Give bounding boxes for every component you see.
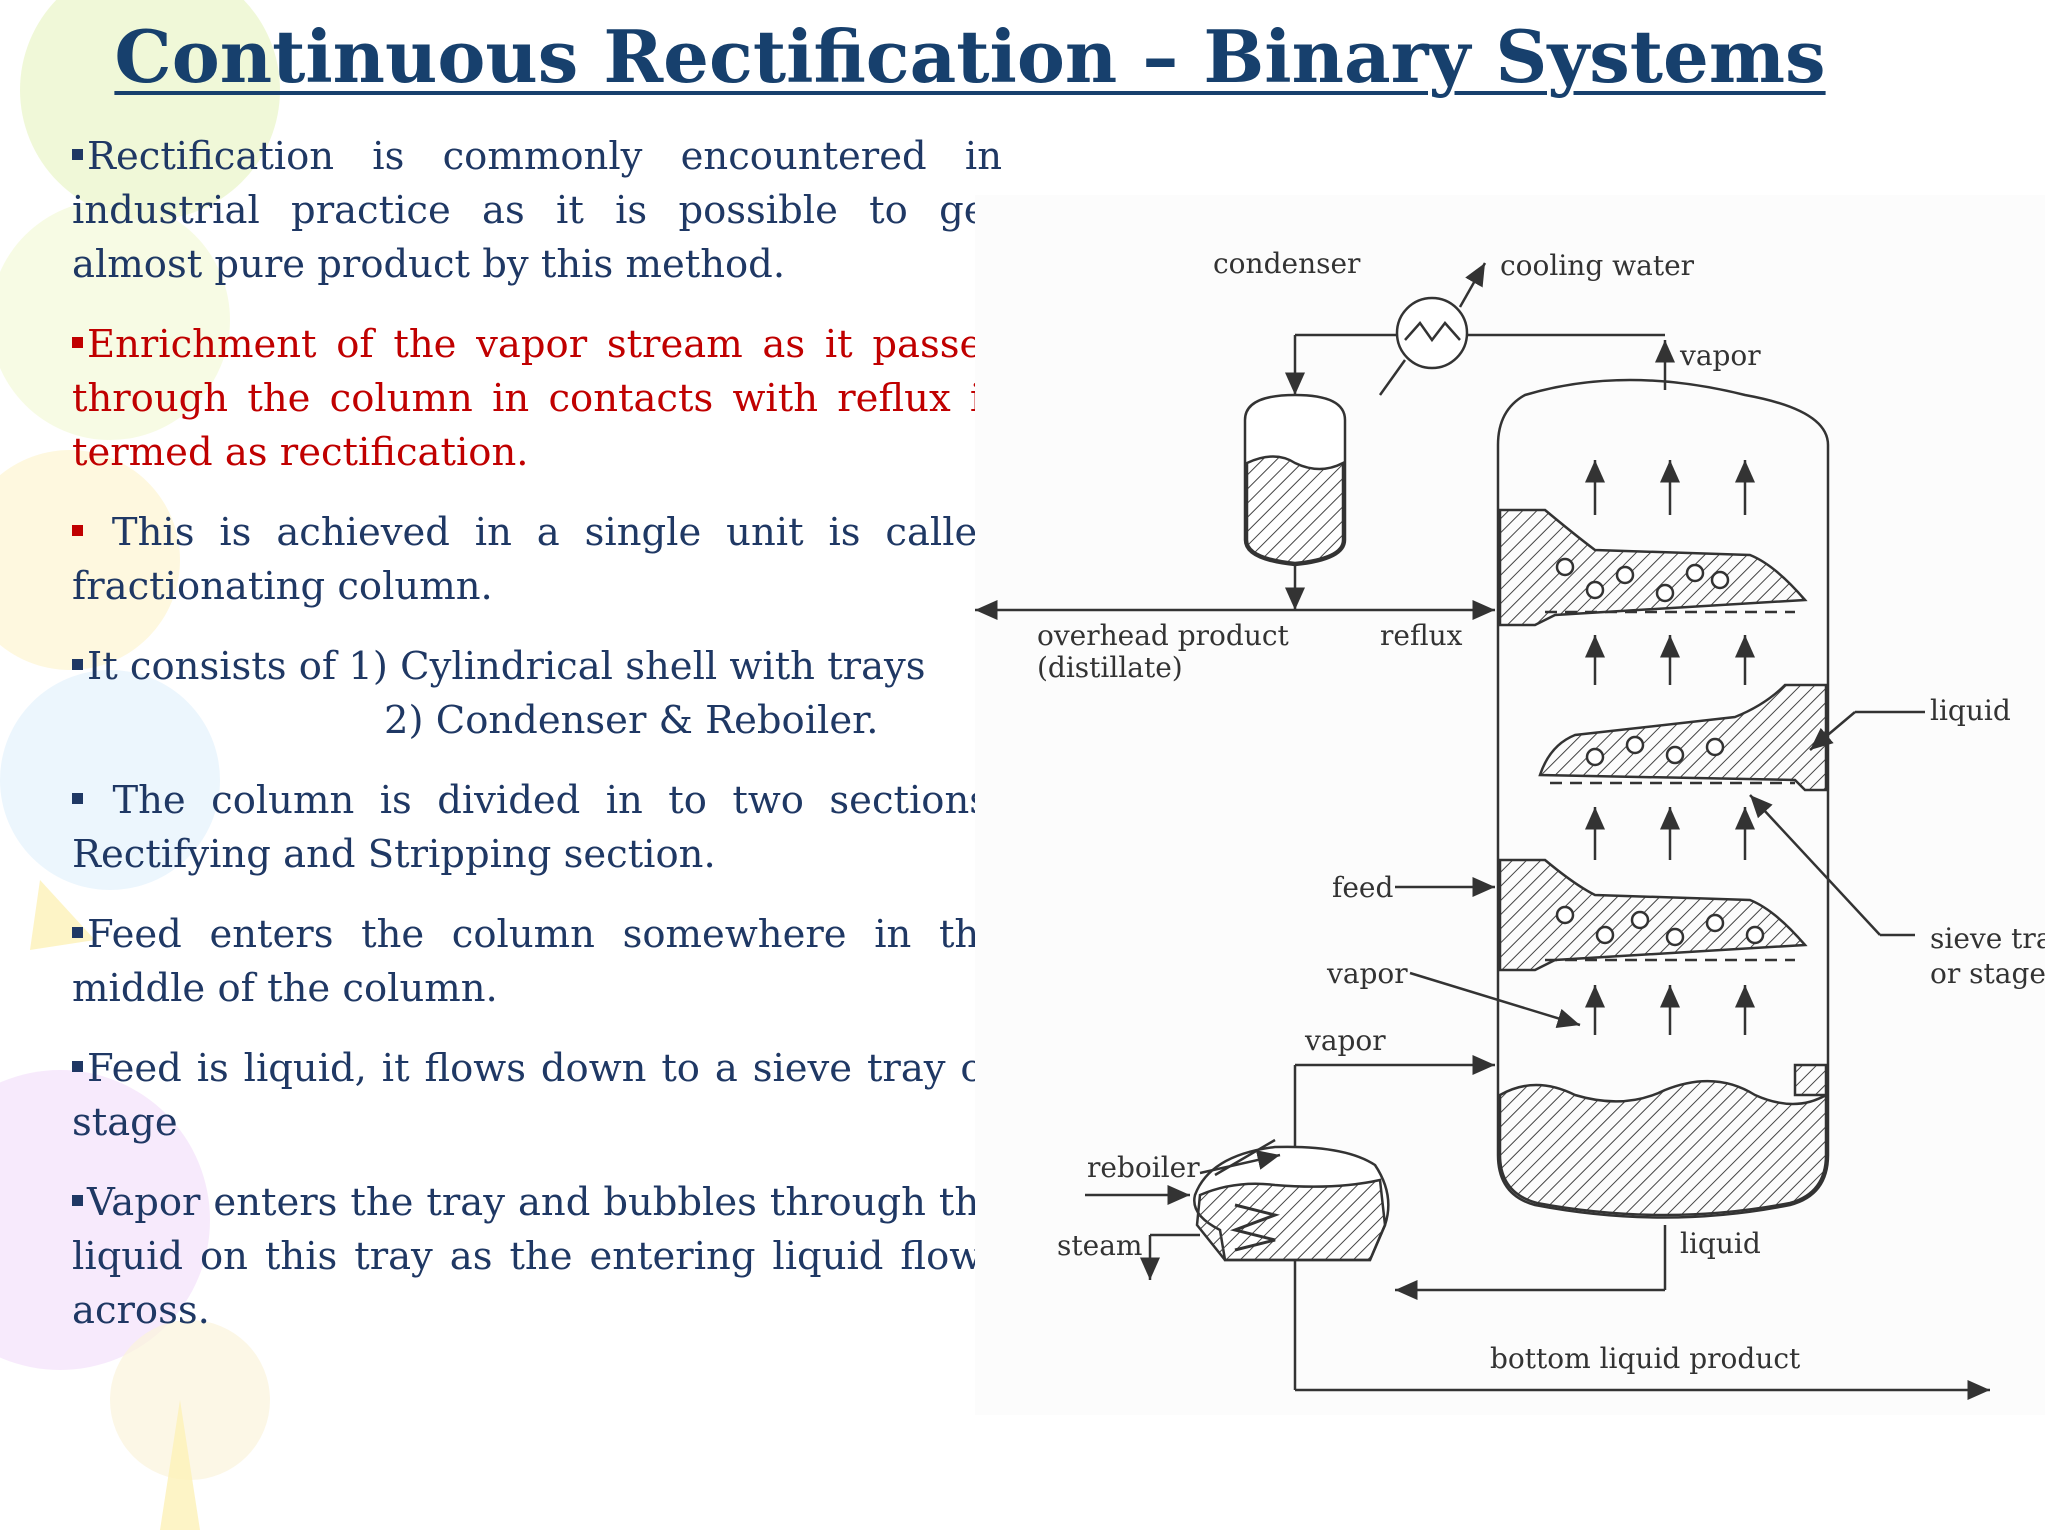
label-sieve-tray: sieve tray (1930, 922, 2045, 955)
bullet-text: The column is divided in to two sections… (72, 778, 1002, 877)
label-reboiler: reboiler (1087, 1151, 1200, 1184)
bullet-text: Enrichment of the vapor stream as it pas… (72, 322, 1002, 475)
bullet-marker (72, 927, 83, 938)
label-condenser: condenser (1213, 247, 1361, 280)
label-vapor-top: vapor (1679, 339, 1761, 372)
bullet-marker (72, 525, 83, 536)
fractionating-column-diagram: condenser cooling water vapor overhead p… (975, 195, 2048, 1415)
bullet-item: This is achieved in a single unit is cal… (72, 506, 1002, 614)
bullet-item: Rectification is commonly encountered in… (72, 130, 1002, 292)
label-bottom-liquid-product: bottom liquid product (1490, 1342, 1801, 1375)
label-liquid-right: liquid (1930, 694, 2011, 727)
bullet-marker (72, 793, 83, 804)
bullet-marker (72, 1061, 83, 1072)
bullet-item: Feed is liquid, it flows down to a sieve… (72, 1042, 1002, 1150)
bullet-text: Feed enters the column somewhere in the … (72, 912, 1002, 1011)
label-steam: steam (1057, 1229, 1142, 1262)
label-cooling-water: cooling water (1500, 249, 1695, 282)
bullet-item: Vapor enters the tray and bubbles throug… (72, 1176, 1002, 1338)
bullet-marker (72, 659, 83, 670)
label-overhead-product: overhead product (1037, 619, 1290, 652)
bullet-list: Rectification is commonly encountered in… (72, 130, 1002, 1364)
condenser-icon (1395, 296, 1469, 370)
bullet-text: Feed is liquid, it flows down to a sieve… (72, 1046, 1002, 1145)
bullet-text: This is achieved in a single unit is cal… (72, 510, 1002, 609)
label-vapor-low: vapor (1304, 1024, 1386, 1057)
bullet-item: It consists of 1) Cylindrical shell with… (72, 640, 1002, 748)
label-distillate: (distillate) (1037, 651, 1183, 684)
page-title: Continuous Rectification – Binary System… (114, 14, 1826, 99)
bullet-text: It consists of 1) Cylindrical shell with… (87, 644, 926, 689)
bullet-marker (72, 337, 83, 348)
label-feed: feed (1332, 871, 1394, 904)
bullet-marker (72, 1195, 83, 1206)
bullet-marker (72, 149, 83, 160)
label-or-stage: or stage (1930, 957, 2045, 990)
label-vapor-mid: vapor (1326, 957, 1408, 990)
bullet-item: Feed enters the column somewhere in the … (72, 908, 1002, 1016)
bullet-text-continued: 2) Condenser & Reboiler. (384, 698, 879, 743)
bullet-item: Enrichment of the vapor stream as it pas… (72, 318, 1002, 480)
label-reflux: reflux (1380, 619, 1463, 652)
bullet-item: The column is divided in to two sections… (72, 774, 1002, 882)
bullet-text: Vapor enters the tray and bubbles throug… (72, 1180, 1002, 1333)
bullet-text: Rectification is commonly encountered in… (72, 134, 1002, 287)
label-liquid-bottom: liquid (1680, 1227, 1761, 1260)
diagram-svg: condenser cooling water vapor overhead p… (975, 247, 2048, 1400)
column-shell (1496, 378, 1830, 1155)
